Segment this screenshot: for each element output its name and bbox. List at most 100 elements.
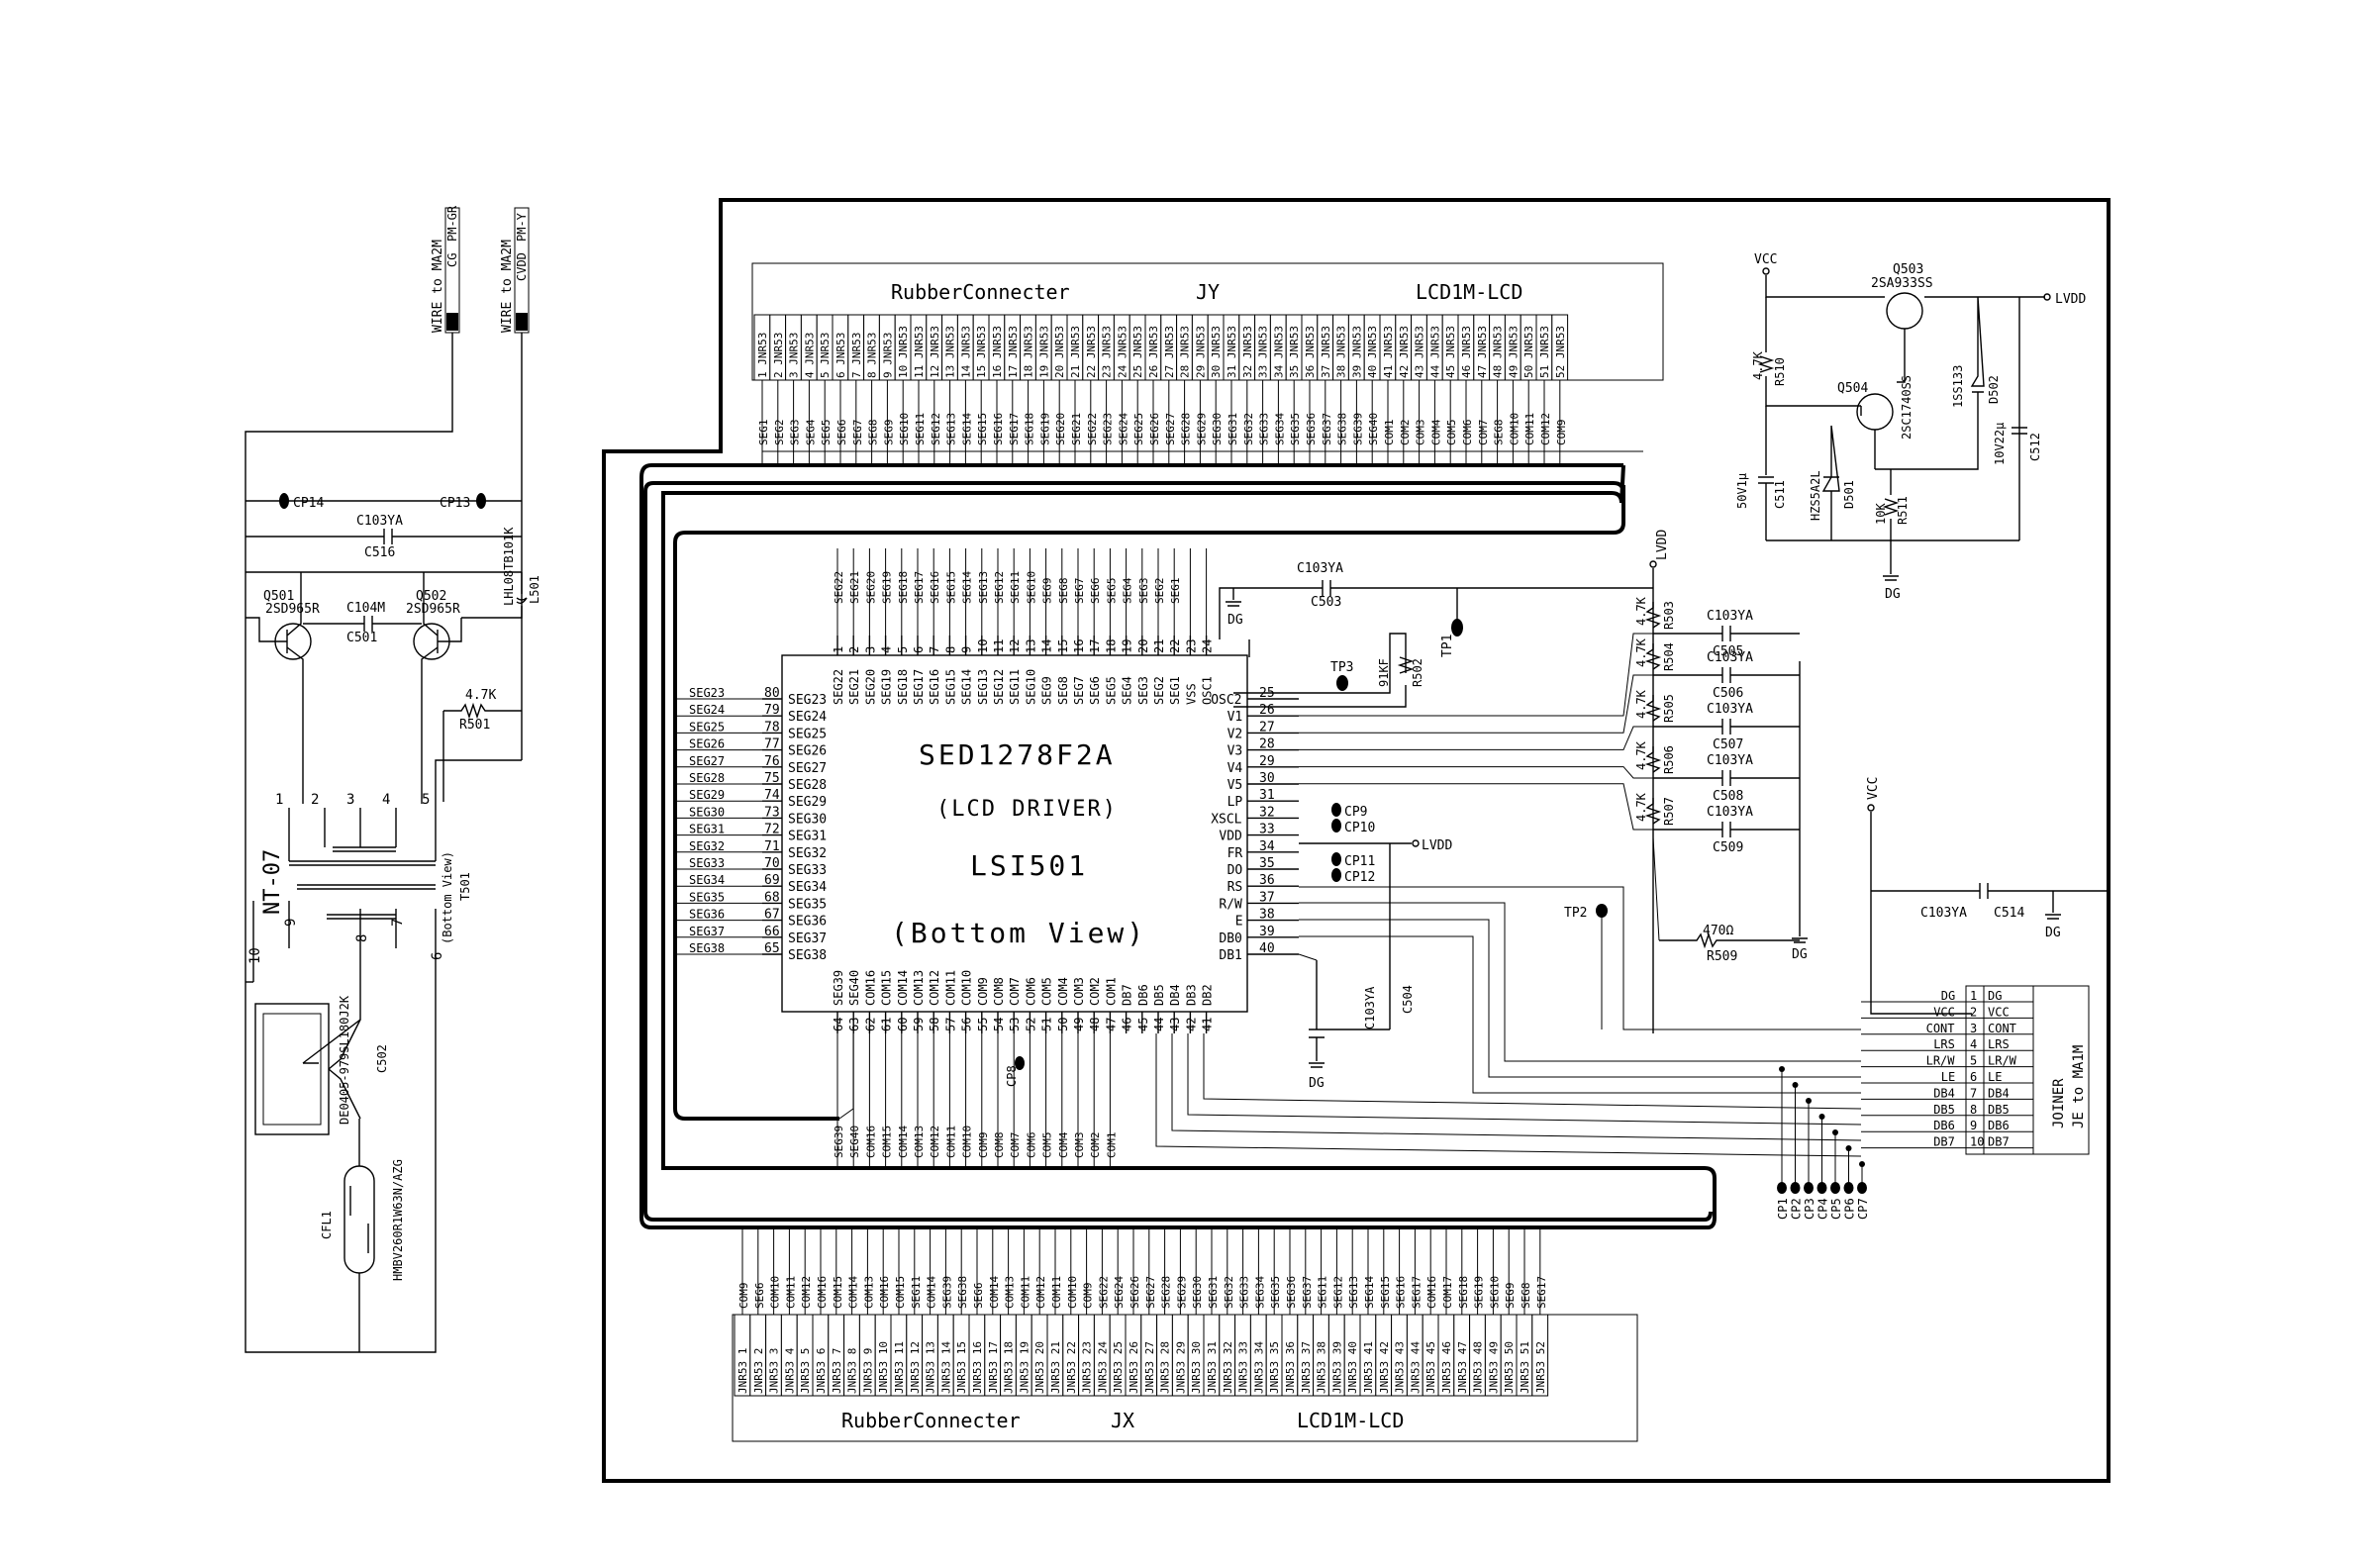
ic-right-pin-label: RS (1227, 880, 1243, 895)
ic-top-pin-num: 16 (1072, 639, 1086, 653)
c516-value: C103YA (356, 514, 403, 529)
bias-res-ref: R503 (1662, 601, 1676, 630)
ic-bottom-pin-label: COM7 (1008, 977, 1022, 1006)
ic-top-net-label: SEG5 (1105, 578, 1118, 605)
joiner-net-label: LRS (1933, 1037, 1955, 1051)
jy-net-label: SEG24 (1117, 413, 1129, 445)
q503-symbol (1886, 292, 1923, 330)
ic-top-pin-num: 4 (880, 646, 894, 653)
jx-net-label: SEG28 (1160, 1276, 1173, 1309)
lcd-flex-outline-inner (643, 481, 1713, 1222)
cp12-pad (1331, 868, 1341, 882)
jx-net-label: COM11 (1019, 1276, 1031, 1309)
cp9-label: CP9 (1344, 805, 1367, 820)
ic-bottom-pin-num: 53 (1008, 1018, 1022, 1031)
ic-right-pin-num: 33 (1259, 823, 1275, 837)
jx-pin-label: JNR53 21 (1049, 1341, 1062, 1394)
ic-top-pin-num: 21 (1152, 639, 1166, 653)
r501-ref: R501 (459, 718, 490, 733)
joiner-pin-num: 6 (1970, 1070, 1977, 1084)
ic-top-pin-label: SEG12 (992, 669, 1006, 705)
jx-pin-label: JNR53 29 (1174, 1341, 1187, 1394)
wire-cvdd-pin: PM-Y (515, 212, 529, 242)
joiner-control-trace (1299, 886, 1861, 1030)
jy-pin-label: 40 JNR53 (1366, 326, 1379, 378)
jy-pin-label: 7 JNR53 (850, 333, 863, 378)
left-net-label: SEG24 (689, 703, 725, 717)
jx-pin-label: JNR53 51 (1519, 1341, 1531, 1394)
jy-net-label: COM1 (1383, 420, 1396, 446)
joiner-net-label: DB4 (1933, 1086, 1955, 1100)
jy-net-label: SEG30 (1211, 413, 1224, 445)
bias-cap-value: C103YA (1707, 702, 1753, 717)
jx-pin-label: JNR53 35 (1268, 1341, 1281, 1394)
jx-pin-label: JNR53 48 (1472, 1341, 1485, 1394)
jx-net-label: COM10 (769, 1276, 782, 1309)
ic-top-pin-num: 19 (1121, 639, 1134, 653)
jx-net-label: SEG12 (1331, 1276, 1344, 1309)
joiner-control-trace (1299, 902, 1861, 1062)
wire-cg: WIRE to MA2M CG PM-GR (245, 205, 460, 1353)
ic-right-pin-num: 38 (1259, 908, 1275, 923)
ic-top-net-label: SEG21 (848, 571, 861, 604)
ic-bottom-pin-num: 49 (1072, 1018, 1086, 1031)
ic-right-pin-num: 31 (1259, 788, 1275, 803)
jy-pin-label: 34 JNR53 (1272, 326, 1285, 378)
ic-top-pin-num: 14 (1040, 639, 1054, 653)
ic-top-pin-num: 1 (832, 646, 845, 653)
left-net-label: SEG23 (689, 686, 725, 700)
jy-pin-label: 11 JNR53 (913, 326, 926, 378)
tp1-label: TP1 (1440, 635, 1455, 657)
jx-pin-label: JNR53 3 (768, 1348, 781, 1394)
jy-net-label: SEG39 (1351, 413, 1364, 445)
c501-value: C104M (346, 601, 385, 616)
left-net-label: SEG33 (689, 856, 725, 870)
bottom-net-label: COM16 (864, 1126, 877, 1158)
cp-pad (1830, 1182, 1840, 1194)
dg-label-c503: DG (1227, 613, 1243, 628)
ic-top-pin-num: 15 (1056, 639, 1070, 653)
joiner-pin-name: DB5 (1988, 1103, 2010, 1117)
jy-pin-label: 22 JNR53 (1085, 326, 1098, 378)
jx-net-label: COM10 (1066, 1276, 1079, 1309)
jy-pin-label: 8 JNR53 (866, 333, 879, 378)
jy-pin-label: 33 JNR53 (1257, 326, 1270, 378)
jy-pin-label: 24 JNR53 (1116, 326, 1129, 378)
jx-net-label: SEG35 (1269, 1276, 1282, 1309)
jx-pin-label: JNR53 43 (1394, 1341, 1407, 1394)
jx-net-label: SEG22 (1097, 1276, 1110, 1309)
r509-value: 470Ω (1703, 924, 1733, 938)
jx-net-label: SEG26 (1129, 1276, 1141, 1309)
ic-top-pin-num: 13 (1024, 639, 1037, 653)
ic-top-pin-label: SEG3 (1136, 676, 1150, 705)
jy-pin-label: 37 JNR53 (1320, 326, 1332, 378)
jx-net-label: SEG11 (1317, 1276, 1329, 1309)
jx-net-label: COM9 (1082, 1283, 1095, 1310)
lvdd-label-power: LVDD (2055, 292, 2086, 307)
jy-net-label: SEG17 (1008, 413, 1021, 445)
tp3-pad (1336, 675, 1348, 691)
left-net-label: SEG37 (689, 925, 725, 938)
left-seg-bus: SEG23SEG24SEG25SEG26SEG27SEG28SEG29SEG30… (675, 686, 762, 955)
jy-pin-label: 47 JNR53 (1476, 326, 1489, 378)
jx-pin-label: JNR53 5 (799, 1348, 812, 1394)
dg-label-c504: DG (1309, 1076, 1325, 1091)
jy-pin-label: 32 JNR53 (1241, 326, 1254, 378)
joiner-pin-name: DB6 (1988, 1119, 2010, 1132)
ic-bottom-pin-num: 46 (1121, 1018, 1134, 1031)
bottom-net-label: COM6 (1025, 1132, 1037, 1159)
joiner-pin-name: CONT (1988, 1022, 2016, 1035)
jy-pin-label: 3 JNR53 (788, 333, 801, 378)
cp13-label: CP13 (440, 496, 470, 511)
ic-top-net-label: SEG7 (1073, 578, 1086, 605)
wire-cg-pin: PM-GR (445, 205, 459, 242)
jx-pin-label: JNR53 17 (987, 1341, 1000, 1394)
joiner-pin-num: 4 (1970, 1037, 1977, 1051)
ic-left-pin-label: SEG31 (788, 830, 827, 844)
jx-net-label: SEG39 (940, 1276, 953, 1309)
ic-top-net-label: SEG10 (1025, 571, 1037, 604)
ic-bottom-pin-num: 41 (1201, 1018, 1215, 1031)
l501-ref: L501 (528, 575, 541, 604)
ic-right-pin-label: R/W (1219, 897, 1242, 912)
